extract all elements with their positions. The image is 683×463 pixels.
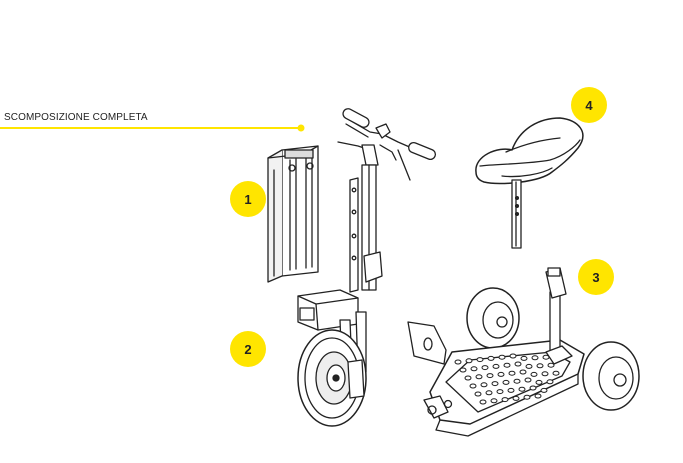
callout-badge-battery: 1 (230, 181, 266, 217)
deck-hole (490, 398, 498, 404)
deck-hole (524, 377, 532, 383)
deck-hole (479, 399, 487, 405)
deck-hole (519, 369, 527, 375)
deck-hole (530, 371, 538, 377)
deck-hole (454, 359, 462, 365)
callout-badge-platform-frame: 3 (578, 259, 614, 295)
deck-hole (513, 378, 521, 384)
deck-hole (541, 371, 549, 377)
deck-hole (535, 379, 543, 385)
battery-pack (267, 145, 319, 283)
deck-hole (470, 366, 478, 372)
deck-hole (508, 370, 516, 376)
deck-hole (542, 354, 550, 360)
deck-hole (496, 389, 504, 395)
deck-hole (546, 379, 554, 385)
deck-hole (475, 374, 483, 380)
callout-badge-seat: 4 (571, 87, 607, 123)
deck-hole (514, 361, 522, 367)
deck-hole (501, 397, 509, 403)
deck-hole (459, 367, 467, 373)
deck-hole (464, 375, 472, 381)
deck-hole (509, 353, 517, 359)
deck-hole (502, 379, 510, 385)
deck-hole (492, 363, 500, 369)
deck-hole (503, 362, 511, 368)
callout-badge-steering-column: 2 (230, 331, 266, 367)
deck-hole (485, 390, 493, 396)
deck-hole (525, 363, 533, 369)
deck-hole (481, 365, 489, 371)
deck-hole (523, 394, 531, 400)
deck-hole (529, 385, 537, 391)
deck-hole (469, 383, 477, 389)
deck-hole (465, 358, 473, 364)
deck-hole (498, 354, 506, 360)
deck-hole (547, 362, 555, 368)
deck-hole-pattern (454, 353, 560, 405)
deck-hole (476, 357, 484, 363)
deck-hole (486, 373, 494, 379)
deck-hole (534, 393, 542, 399)
deck-hole (540, 387, 548, 393)
page-title: SCOMPOSIZIONE COMPLETA (4, 112, 148, 123)
deck-hole (491, 381, 499, 387)
deck-hole (518, 386, 526, 392)
deck-hole (487, 355, 495, 361)
seat-assembly (475, 117, 584, 249)
title-leader-dot (297, 124, 305, 132)
deck-hole (552, 370, 560, 376)
deck-hole (480, 382, 488, 388)
deck-hole (520, 355, 528, 361)
platform-assembly (407, 267, 640, 437)
deck-hole (536, 363, 544, 369)
deck-hole (497, 371, 505, 377)
steering-assembly (297, 108, 436, 427)
deck-hole (512, 395, 520, 401)
deck-hole (507, 387, 515, 393)
deck-hole (531, 355, 539, 361)
deck-hole (474, 391, 482, 397)
